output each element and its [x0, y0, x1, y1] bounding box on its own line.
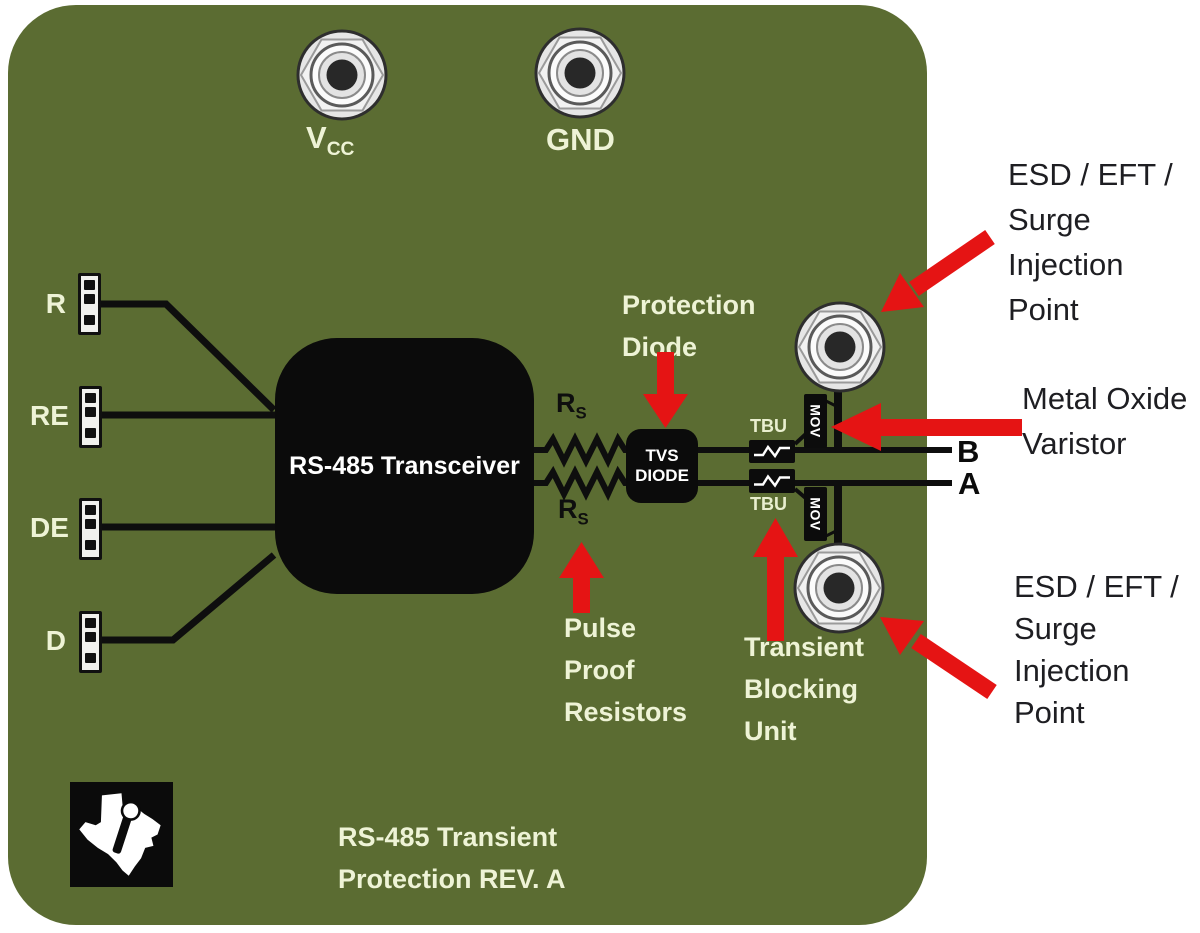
vcc-label: VCC: [306, 120, 354, 161]
callout-line: Resistors: [564, 697, 688, 727]
vcc-label-sub: CC: [326, 139, 355, 161]
callout-line: Pulse: [564, 613, 637, 643]
jumper-pin: [85, 618, 96, 628]
tbu-bottom: [749, 469, 795, 493]
jumper-pin: [85, 632, 96, 642]
rs485-transceiver-chip: RS-485 Transceiver: [275, 338, 534, 594]
jumper-pin: [85, 653, 96, 663]
gnd-connector: [534, 27, 626, 119]
tbu-switch-glyph: [754, 474, 790, 488]
jumper-label-de: DE: [30, 512, 69, 543]
annotation-line: Injection: [1014, 653, 1130, 688]
jumper-pin: [84, 294, 95, 304]
tvs-label-line2: DIODE: [635, 466, 689, 485]
annotation-line: Injection: [1008, 247, 1124, 282]
annotation-line: Varistor: [1022, 426, 1127, 461]
tvs-diode-chip: TVS DIODE: [626, 429, 698, 503]
jumper-pin: [85, 505, 96, 515]
tbu-label-top: TBU: [750, 416, 787, 436]
callout-line: Transient: [744, 632, 865, 662]
annotation-esd-top: ESD / EFT / Surge Injection Point: [1008, 152, 1173, 332]
callout-pulse-proof-resistors: Pulse Proof Resistors: [564, 607, 687, 733]
annotation-line: ESD / EFT /: [1014, 569, 1179, 604]
jumper-pin: [85, 407, 96, 417]
gnd-label-text: GND: [546, 122, 615, 157]
annotation-line: Metal Oxide: [1022, 381, 1188, 416]
tbu-label-bottom: TBU: [750, 494, 787, 514]
rs-main: R: [556, 388, 576, 418]
callout-line: Unit: [744, 716, 797, 746]
jumper-pin: [84, 315, 95, 325]
rs-label-top: RS: [556, 388, 587, 423]
callout-transient-blocking-unit: Transient Blocking Unit: [744, 626, 864, 752]
vcc-connector: [296, 29, 388, 121]
mov-bottom: MOV: [804, 487, 827, 541]
surge-connector-bottom: [793, 542, 885, 634]
arrow-surge-bottom-shaft: [911, 633, 997, 700]
annotation-esd-bottom: ESD / EFT / Surge Injection Point: [1014, 566, 1179, 734]
rs-sub: S: [577, 509, 589, 529]
signal-label-b: B: [957, 434, 980, 469]
jumper-label-r: R: [45, 288, 66, 319]
board-title-line1: RS-485 Transient: [338, 822, 558, 852]
mov-label: MOV: [807, 404, 824, 438]
jumper-label-d: D: [45, 625, 66, 656]
jumper-pin: [84, 280, 95, 290]
signal-label-a: A: [958, 466, 981, 501]
annotation-line: Surge: [1014, 611, 1097, 646]
annotation-line: Point: [1014, 695, 1085, 730]
jumper-pin: [85, 428, 96, 438]
jumper-r: [78, 273, 101, 335]
jumper-d: [79, 611, 102, 673]
rs-sub: S: [575, 403, 587, 423]
tbu-switch-glyph: [754, 444, 790, 459]
vcc-label-main: V: [306, 120, 327, 155]
jumper-label-re: RE: [30, 400, 69, 431]
callout-line: Blocking: [744, 674, 859, 704]
jumper-pin: [85, 393, 96, 403]
callout-line: Protection: [622, 290, 756, 320]
tvs-label-line1: TVS: [645, 446, 679, 465]
mov-top: MOV: [804, 394, 827, 448]
board-title: RS-485 Transient Protection REV. A: [338, 816, 566, 900]
surge-connector-top: [794, 301, 886, 393]
board-title-line2: Protection REV. A: [338, 864, 566, 894]
annotation-line: Surge: [1008, 202, 1091, 237]
annotation-line: Point: [1008, 292, 1079, 327]
tbu-top: [749, 440, 795, 463]
jumper-pin: [85, 519, 96, 529]
callout-line: Proof: [564, 655, 635, 685]
annotation-mov: Metal Oxide Varistor: [1022, 376, 1187, 466]
transceiver-label: RS-485 Transceiver: [289, 451, 520, 480]
annotation-line: ESD / EFT /: [1008, 157, 1173, 192]
callout-protection-diode: Protection Diode: [622, 284, 756, 368]
ti-logo: [70, 782, 173, 887]
mov-label: MOV: [807, 497, 824, 531]
rs-label-bottom: RS: [558, 494, 589, 529]
rs-main: R: [558, 494, 578, 524]
gnd-label: GND: [546, 122, 615, 158]
jumper-re: [79, 386, 102, 448]
jumper-de: [79, 498, 102, 560]
callout-line: Diode: [622, 332, 698, 362]
jumper-pin: [85, 540, 96, 550]
